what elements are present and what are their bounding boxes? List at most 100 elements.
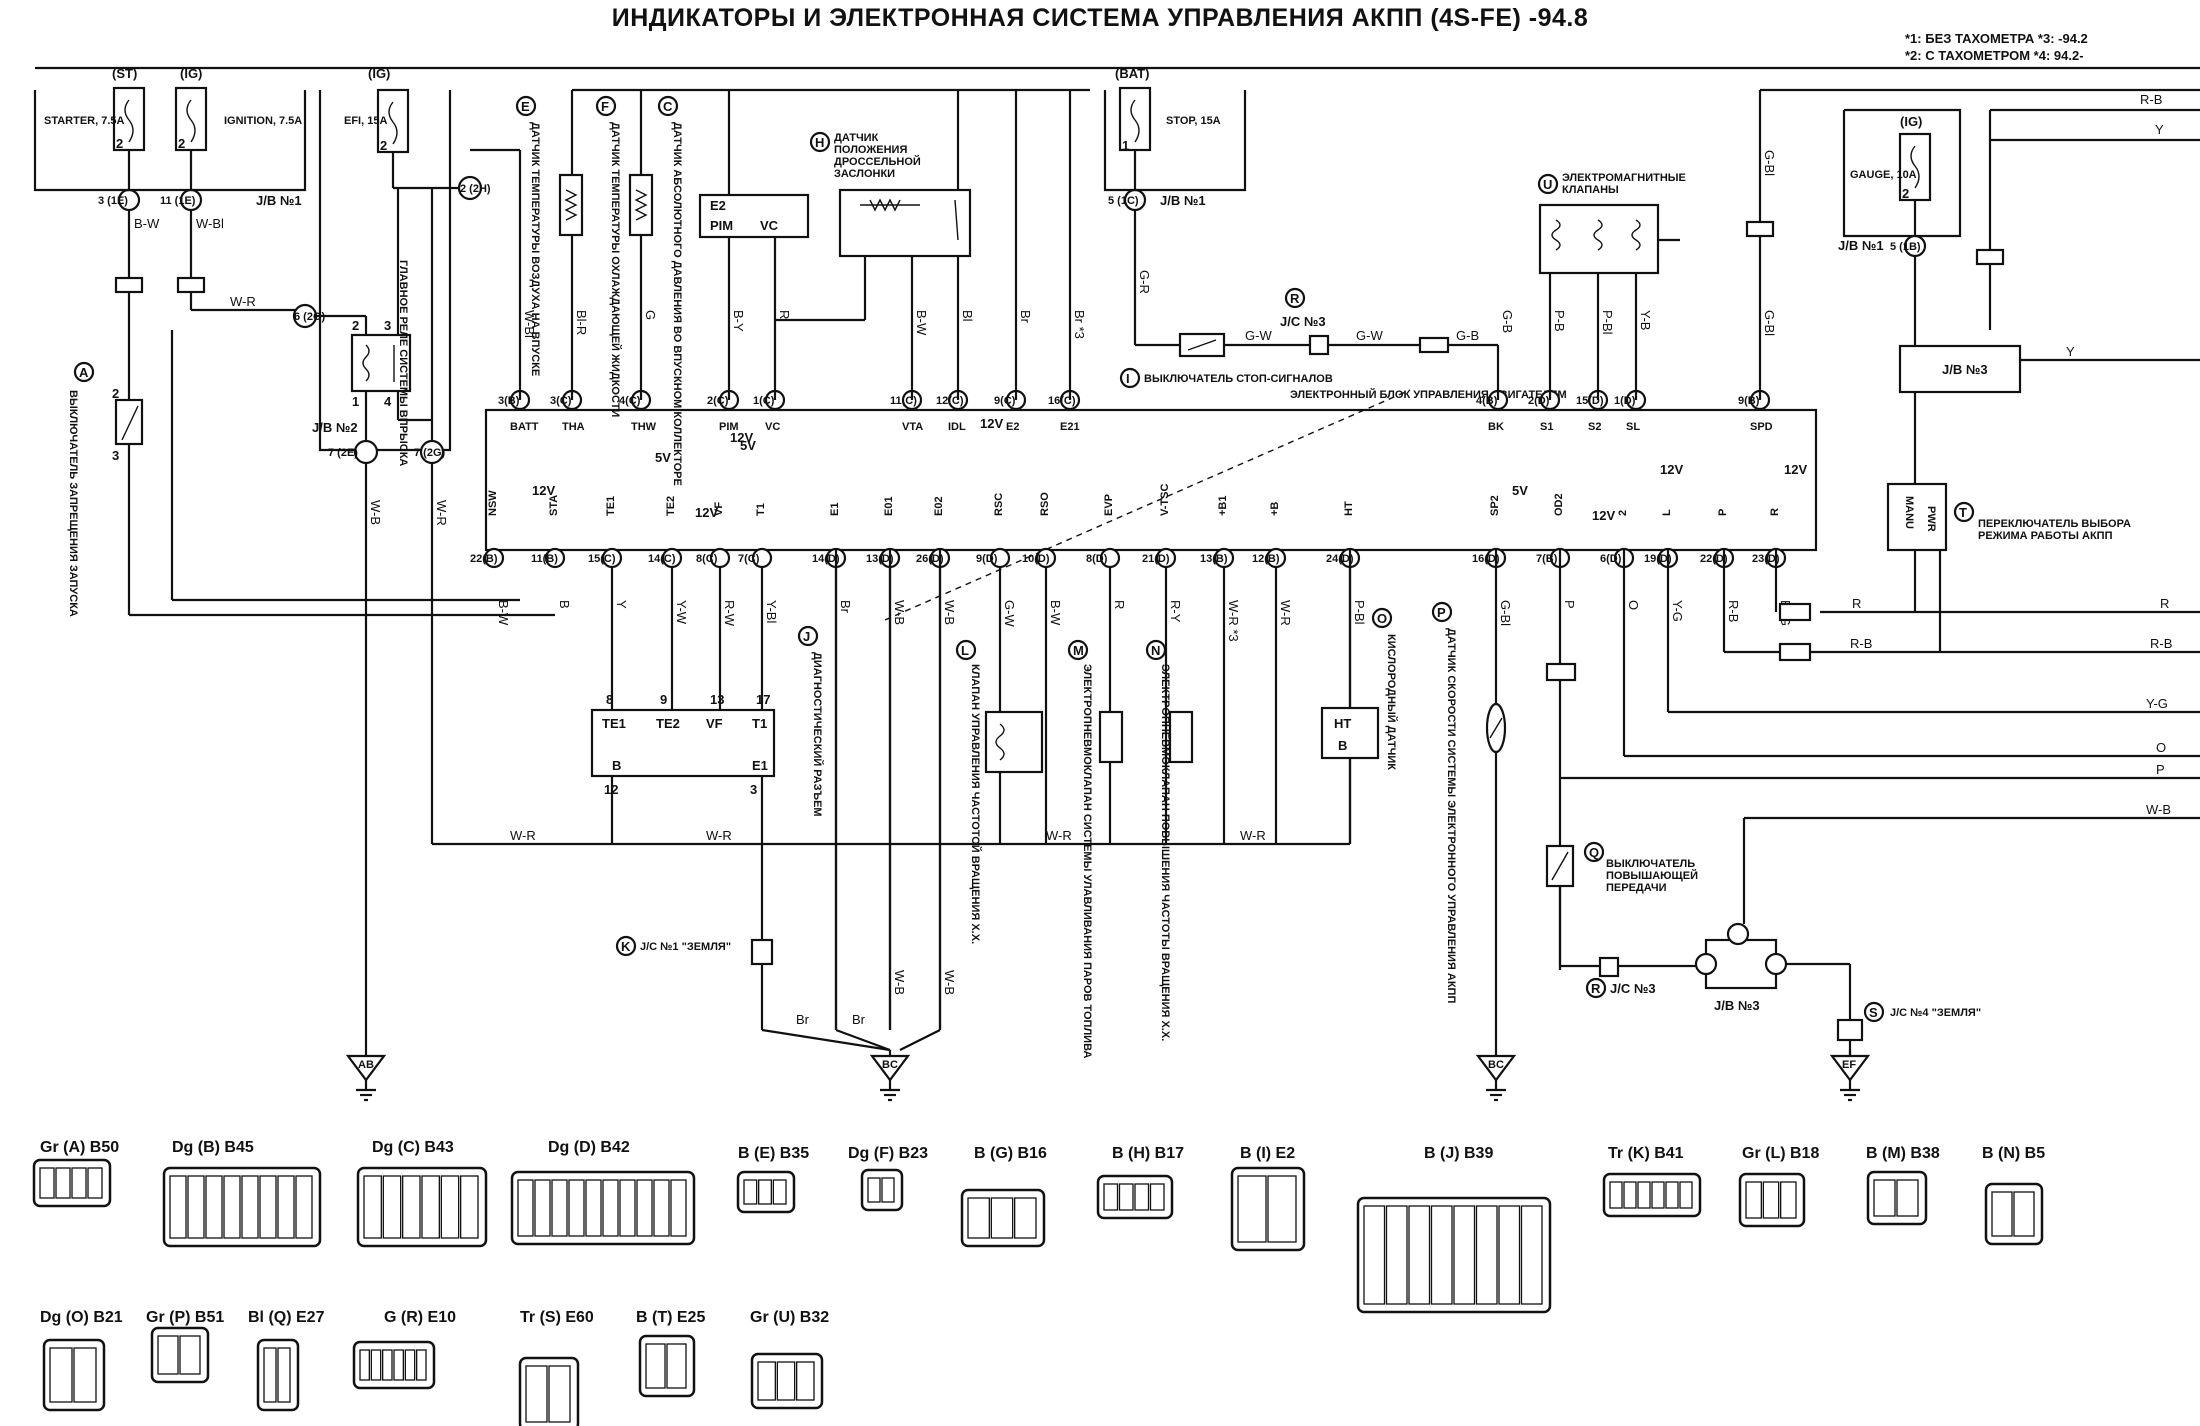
ecu-pin-name: S1 <box>1540 421 1553 433</box>
jc4-label: J/C №4 "ЗЕМЛЯ" <box>1890 1007 1981 1019</box>
ecu-pin-conn: 15(C) <box>588 553 616 565</box>
fuse-stop-label: STOP, 15A <box>1166 115 1221 127</box>
sensor-e-name: ДАТЧИК ТЕМПЕРАТУРЫ ВОЗДУХА НА ВПУСКЕ <box>529 122 541 376</box>
ecu-pin-name: THA <box>562 421 585 433</box>
diag-pin-number: 13 <box>710 692 724 707</box>
ecu-pin-wire: R-B <box>1726 600 1741 622</box>
ecu-pin-name: THW <box>631 421 657 433</box>
connector-item: Gr (A) B50 <box>32 1139 119 1208</box>
connector-caption: G (R) E10 <box>384 1309 456 1326</box>
ecu-pin-wire: R <box>1112 600 1127 609</box>
sensor-j-code: J <box>803 629 810 644</box>
connector-caption: Bl (Q) E27 <box>248 1309 325 1326</box>
fuse-gauge: (IG) GAUGE, 10A 2 5 (1B) J/B №1 <box>1838 108 1962 520</box>
connector-item: Dg (C) B43 <box>356 1139 488 1248</box>
ecu-top-pin: 1(D)SLY-B <box>1614 310 1653 433</box>
ecu-pin-wire: G-W <box>1002 600 1017 627</box>
jc3-code-bottom: R <box>1591 981 1601 996</box>
ecu-pin-conn: 13(B) <box>1200 553 1228 565</box>
wire-wr-bus-3: W-R <box>1046 828 1072 843</box>
sensor-h-code: H <box>815 135 824 150</box>
ecu-pin-conn: 21(D) <box>1142 553 1170 565</box>
od-switch: Q ВЫКЛЮЧАТЕЛЬ ПОВЫШАЮЩЕЙ ПЕРЕДАЧИ R J/C … <box>1545 662 1981 1056</box>
jb3-bottom-label: J/B №3 <box>1714 998 1760 1013</box>
ecu-bottom-pin: 13(B)+B1W-R *3 <box>1200 496 1241 844</box>
sensor-e-code: E <box>521 99 530 114</box>
speed-sensor: P ДАТЧИК СКОРОСТИ СИСТЕМЫ ЭЛЕКТРОННОГО У… <box>1431 550 1507 1050</box>
wire-wr-bus-1: W-R <box>510 828 536 843</box>
voltage-label: 5V <box>740 438 756 453</box>
wire-rb-2: R-B <box>2150 636 2172 651</box>
wire-gw-2: G-W <box>1356 328 1383 343</box>
sensor-m-name: ЭЛЕКТРОПНЕВМОКЛАПАН СИСТЕМЫ УЛАВЛИВАНИЯ … <box>1081 664 1093 1058</box>
ecu-pin-conn: 3(B) <box>498 395 520 407</box>
connector-item: B (I) E2 <box>1230 1145 1306 1252</box>
o2-b: B <box>1338 738 1347 753</box>
ecu-pin-conn: 11(C) <box>890 395 917 407</box>
ecu-pin-wire: Br <box>1018 310 1033 324</box>
wire-wr-relay: W-R <box>230 294 256 309</box>
wire-gbl-right: G-Bl <box>1762 150 1777 176</box>
fuse-gauge-conn: 5 (1B) <box>1890 241 1921 253</box>
ecu-pin-name: 2 <box>1617 510 1629 516</box>
ecu-pin-conn: 2(C) <box>707 395 729 407</box>
fuse-starter-source: (ST) <box>112 66 137 81</box>
connector-caption: Tr (K) B41 <box>1608 1145 1684 1162</box>
ecu-pin-name: +B <box>1269 502 1281 516</box>
fuse-efi-source: (IG) <box>368 66 390 81</box>
ecu-pin-name: RSC <box>993 493 1005 516</box>
fuse-efi-pin: 2 <box>380 138 387 153</box>
connector-caption: B (J) B39 <box>1424 1145 1493 1162</box>
ecu-pin-name: VC <box>765 421 780 433</box>
ecu-pin-conn: 8(D) <box>1086 553 1108 565</box>
ecu-pin-conn: 13(D) <box>866 553 894 565</box>
ecu-pin-name: OD2 <box>1553 493 1565 516</box>
connector-item: Gr (L) B18 <box>1738 1145 1819 1228</box>
ecu-pin-wire: R <box>777 310 792 319</box>
relay-pin-1: 1 <box>352 394 359 409</box>
fuse-ignition: (IG) IGNITION, 7.5A 2 11 (1E) W-Bl J/B №… <box>160 66 302 310</box>
connector-item: Tr (K) B41 <box>1602 1145 1702 1218</box>
fuse-stop-source: (BAT) <box>1115 66 1149 81</box>
ecu-bottom-pin: 8(C)VFR-W <box>696 502 737 710</box>
wire-wb-ground2: W-B <box>942 970 957 995</box>
main-relay: 2 3 1 4 ГЛАВНОЕ РЕЛЕ СИСТЕМЫ ВПРЫСКА J/B… <box>312 188 449 1050</box>
ecu-pin-name: NSW <box>487 490 499 516</box>
wire-y-top: Y <box>2155 122 2164 137</box>
sensor-c-e2: E2 <box>710 198 726 213</box>
connector-caption: B (N) B5 <box>1982 1145 2045 1162</box>
ecu-pin-conn: 7(C) <box>738 553 760 565</box>
fuse-starter: (ST) STARTER, 7.5A 2 3 (1E) B-W <box>44 66 160 320</box>
fuse-gauge-jb: J/B №1 <box>1838 238 1884 253</box>
fuse-gauge-pin: 2 <box>1902 186 1909 201</box>
connector-caption: Dg (O) B21 <box>40 1309 123 1326</box>
voltage-label: 12V <box>1660 462 1683 477</box>
ecu-pin-name: TE2 <box>665 496 677 516</box>
ecu-pin-wire: P <box>1562 600 1577 609</box>
ecu-bottom-pin: 12(B)+BW-R <box>1252 502 1293 844</box>
ecu-pin-name: E21 <box>1060 421 1080 433</box>
ecu-pin-name: STA <box>548 495 560 516</box>
connector-item: Dg (F) B23 <box>848 1145 928 1212</box>
ecu-pin-name: E01 <box>883 496 895 516</box>
ecu-pin-name: E2 <box>1006 421 1019 433</box>
relay-conn-right: 7 (2G) <box>414 447 446 459</box>
voltage-label: 12V <box>1592 508 1615 523</box>
ecu-block: ЭЛЕКТРОННЫЙ БЛОК УПРАВЛЕНИЯ ДВИГАТЕЛЕМ 3… <box>470 310 1818 1030</box>
sensor-c-vc: VC <box>760 218 779 233</box>
ecu-pin-wire: Bl <box>960 310 975 322</box>
connector-caption: Gr (A) B50 <box>40 1139 119 1156</box>
ground-label: AB <box>358 1059 374 1071</box>
sensor-f-name: ДАТЧИК ТЕМПЕРАТУРЫ ОХЛАЖДАЮЩЕЙ ЖИДКОСТИ <box>609 122 622 417</box>
sensor-t-code: T <box>1959 505 1967 520</box>
ecu-pin-conn: 19(D) <box>1644 553 1672 565</box>
sensor-i-name: ВЫКЛЮЧАТЕЛЬ СТОП-СИГНАЛОВ <box>1144 373 1333 385</box>
fuse-starter-pin: 2 <box>116 136 123 151</box>
